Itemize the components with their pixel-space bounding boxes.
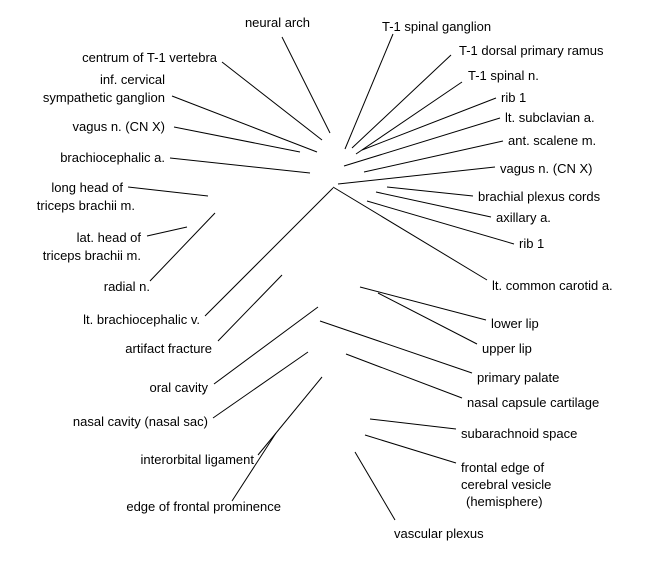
label-t1-spinal-ganglion: T-1 spinal ganglion — [382, 19, 491, 34]
leader-ant-scalene-m — [363, 140, 504, 173]
leader-rib1-bottom — [366, 200, 515, 245]
label-long-head-line2: triceps brachii m. — [37, 198, 135, 213]
leader-primary-palate — [319, 320, 473, 374]
label-frontal-edge-line3: (hemisphere) — [466, 494, 543, 509]
leader-upper-lip — [377, 292, 478, 345]
leader-lower-lip — [359, 286, 487, 321]
label-rib1-top: rib 1 — [501, 90, 526, 105]
label-brachial-plexus-cords: brachial plexus cords — [478, 189, 601, 204]
leader-lat-head — [146, 226, 188, 237]
label-inf-cervical-line1: inf. cervical — [100, 72, 165, 87]
label-vascular-plexus: vascular plexus — [394, 526, 484, 541]
label-lt-brachiocephalic-v: lt. brachiocephalic v. — [83, 312, 200, 327]
leader-neural-arch — [281, 36, 331, 134]
label-interorbital-ligament: interorbital ligament — [141, 452, 255, 467]
leader-radial-n — [149, 212, 216, 282]
label-nasal-capsule-cartilage: nasal capsule cartilage — [467, 395, 599, 410]
leader-vagus-left — [173, 126, 301, 153]
leader-lines — [127, 33, 515, 521]
label-vagus-right: vagus n. (CN X) — [500, 161, 592, 176]
label-radial-n: radial n. — [104, 279, 150, 294]
leader-lt-subclavian-a — [343, 117, 501, 167]
leader-nasal-capsule — [345, 353, 463, 399]
leader-t1-dorsal-primary-ramus — [351, 54, 452, 149]
label-frontal-edge-line2: cerebral vesicle — [461, 477, 551, 492]
label-ant-scalene-m: ant. scalene m. — [508, 133, 596, 148]
label-nasal-cavity: nasal cavity (nasal sac) — [73, 414, 208, 429]
label-subarachnoid-space: subarachnoid space — [461, 426, 577, 441]
leader-vascular-plexus — [354, 451, 396, 521]
label-t1-spinal-n: T-1 spinal n. — [468, 68, 539, 83]
label-rib1-bottom: rib 1 — [519, 236, 544, 251]
leader-vagus-right — [337, 166, 496, 185]
label-artifact-fracture: artifact fracture — [125, 341, 212, 356]
leader-rib1-top — [361, 97, 497, 151]
label-lower-lip: lower lip — [491, 316, 539, 331]
label-lt-subclavian-a: lt. subclavian a. — [505, 110, 595, 125]
label-axillary-a: axillary a. — [496, 210, 551, 225]
leader-lt-common-carotid — [332, 186, 488, 281]
label-lt-common-carotid-a: lt. common carotid a. — [492, 278, 613, 293]
leader-brachiocephalic-a — [169, 157, 311, 174]
label-primary-palate: primary palate — [477, 370, 559, 385]
label-edge-frontal-prominence: edge of frontal prominence — [126, 499, 281, 514]
label-upper-lip: upper lip — [482, 341, 532, 356]
leader-long-head — [127, 186, 209, 197]
leader-inf-cervical — [171, 95, 318, 153]
label-long-head-line1: long head of — [51, 180, 123, 195]
label-neural-arch: neural arch — [245, 15, 310, 30]
leader-interorbital-ligament — [257, 376, 323, 456]
leader-lt-brachiocephalic-v — [204, 187, 334, 317]
leader-frontal-edge — [364, 434, 457, 464]
label-inf-cervical-line2: sympathetic ganglion — [43, 90, 165, 105]
label-centrum-t1: centrum of T-1 vertebra — [82, 50, 218, 65]
leader-artifact-fracture — [217, 274, 283, 342]
leader-centrum-t1 — [221, 61, 323, 141]
leader-brachial-plexus — [386, 186, 474, 197]
right-labels: T-1 spinal ganglion T-1 dorsal primary r… — [382, 19, 613, 541]
label-frontal-edge-line1: frontal edge of — [461, 460, 545, 475]
leader-subarachnoid-space — [369, 418, 457, 430]
leader-t1-spinal-ganglion — [344, 33, 394, 150]
left-labels: neural arch centrum of T-1 vertebra inf.… — [37, 15, 310, 514]
leader-oral-cavity — [213, 306, 319, 385]
label-vagus-left: vagus n. (CN X) — [73, 119, 165, 134]
leader-nasal-cavity — [212, 351, 309, 419]
label-brachiocephalic-a: brachiocephalic a. — [60, 150, 165, 165]
label-lat-head-line1: lat. head of — [77, 230, 142, 245]
leader-edge-frontal-prominence — [231, 432, 277, 502]
leader-axillary-a — [375, 191, 492, 218]
label-t1-dorsal-primary-ramus: T-1 dorsal primary ramus — [459, 43, 604, 58]
leader-t1-spinal-n — [355, 81, 463, 155]
label-oral-cavity: oral cavity — [149, 380, 208, 395]
label-lat-head-line2: triceps brachii m. — [43, 248, 141, 263]
